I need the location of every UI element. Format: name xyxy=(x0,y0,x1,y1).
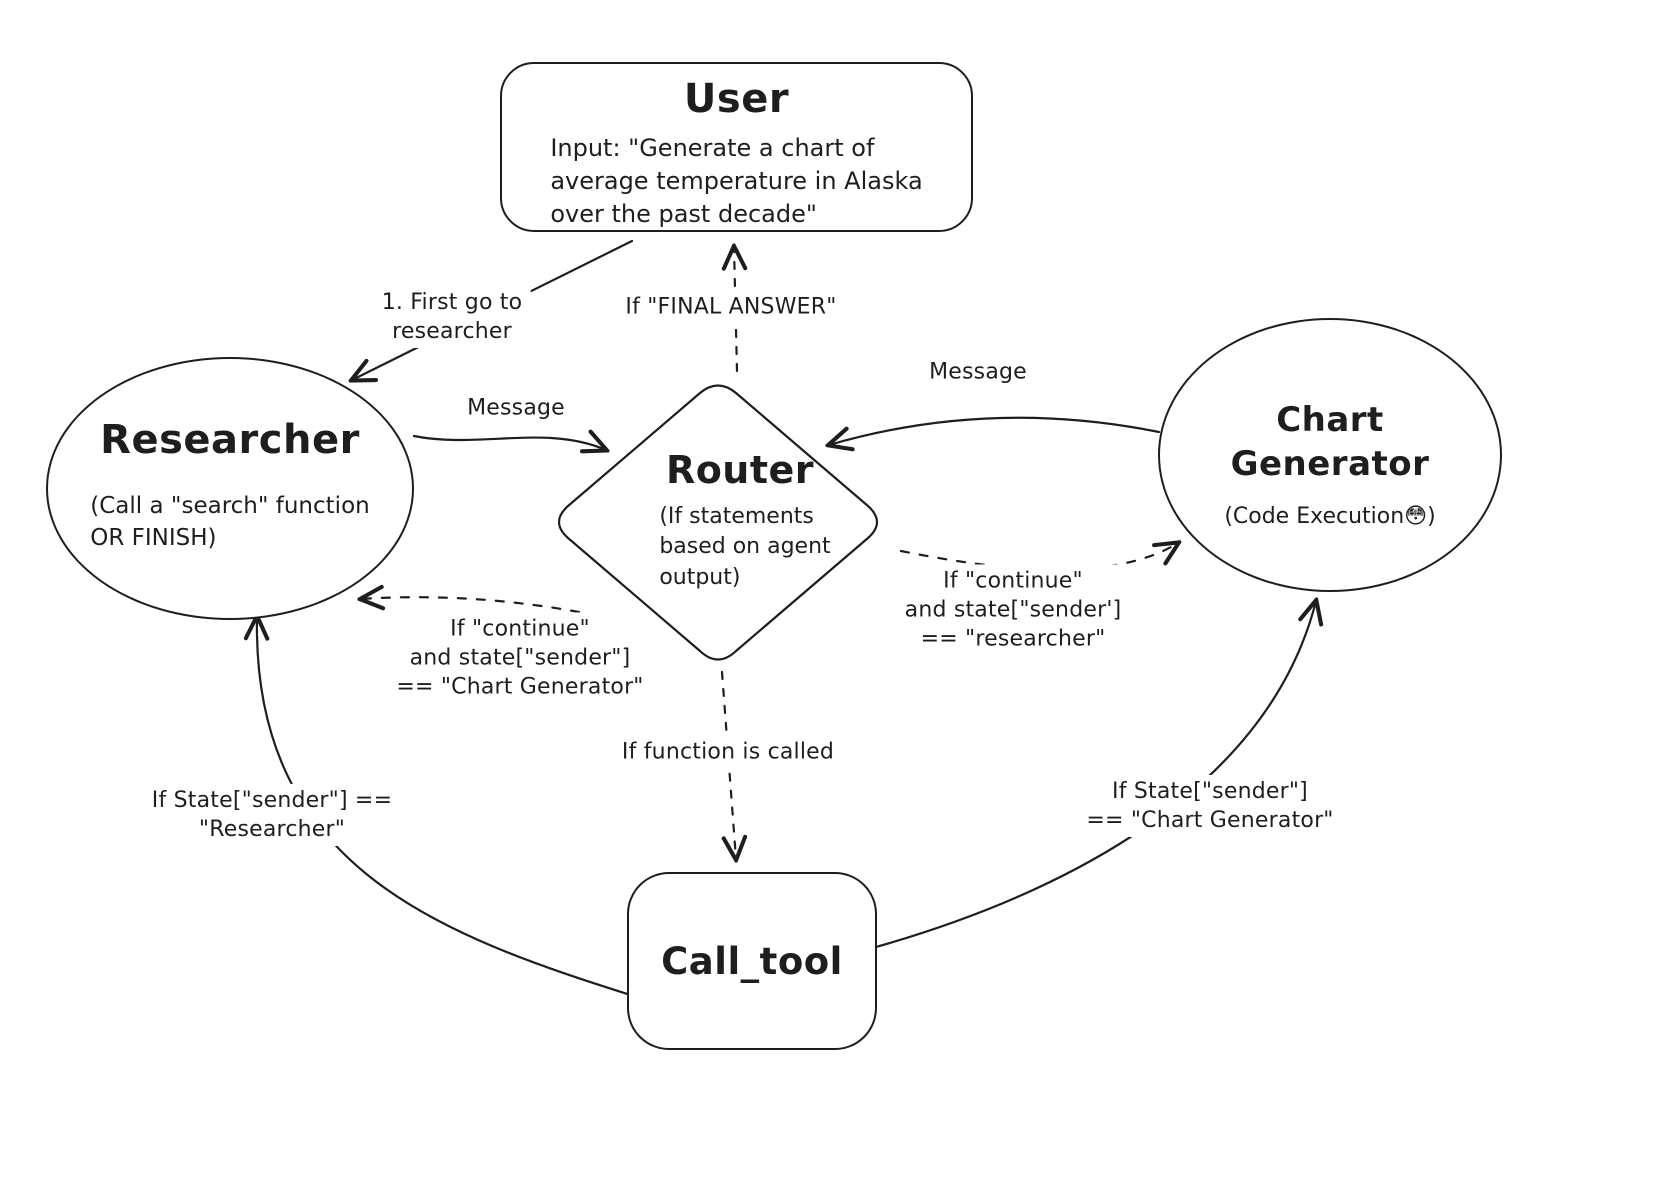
edge-call-tool-to-researcher xyxy=(257,617,639,999)
label-continue-researcher: If "continue" and state["sender'] == "re… xyxy=(896,564,1130,656)
router-shape xyxy=(557,384,879,661)
label-final-answer: If "FINAL ANSWER" xyxy=(617,290,845,324)
user-input-text: Input: "Generate a chart of average temp… xyxy=(550,134,923,229)
user-title: User xyxy=(683,76,790,122)
label-if-function-called: If function is called xyxy=(613,735,843,769)
edge-chart-generator-to-router xyxy=(829,416,1161,445)
researcher-title: Researcher xyxy=(100,417,360,463)
node-researcher: Researcher (Call a "search" function OR … xyxy=(46,357,414,620)
edge-router-to-researcher xyxy=(361,597,581,614)
label-first-go-to-researcher: 1. First go to researcher xyxy=(373,285,531,349)
label-continue-chart-generator: If "continue" and state["sender"] == "Ch… xyxy=(388,612,652,704)
edge-router-to-call-tool xyxy=(720,670,736,859)
router-subtitle: (If statements based on agent output) xyxy=(659,504,831,590)
label-message-right: Message xyxy=(921,355,1035,389)
router-title: Router xyxy=(665,448,815,492)
node-user: User Input: "Generate a chart of average… xyxy=(500,62,973,232)
researcher-subtitle: (Call a "search" function OR FINISH) xyxy=(90,493,370,551)
chart-generator-title: Chart Generator xyxy=(1230,400,1430,485)
node-chart-generator: Chart Generator (Code Execution😳) xyxy=(1158,318,1502,592)
label-message-left: Message xyxy=(459,391,573,425)
label-sender-researcher: If State["sender"] == "Researcher" xyxy=(143,783,401,847)
chart-generator-subtitle: (Code Execution😳) xyxy=(1224,504,1436,529)
node-call-tool: Call_tool xyxy=(627,872,877,1050)
call-tool-title: Call_tool xyxy=(661,940,843,983)
edge-researcher-to-router xyxy=(412,436,606,450)
edge-router-to-user xyxy=(734,247,737,373)
label-sender-chart-generator: If State["sender"] == "Chart Generator" xyxy=(1078,774,1342,838)
